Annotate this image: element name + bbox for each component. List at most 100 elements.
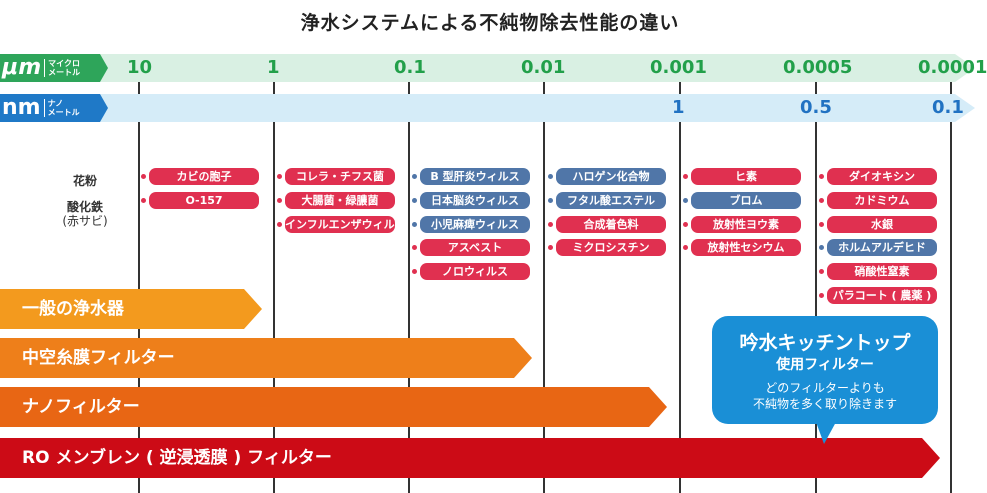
micro-tick-0.0005: 0.0005 [783,57,853,78]
item-bullet [548,174,553,179]
micro-tick-10: 10 [127,57,153,78]
callout-description: どのフィルターよりも 不純物を多く取り除きます [712,380,938,412]
iron-oxide-note: (赤サビ) [62,214,108,228]
nanometer-unit: nm [2,95,41,120]
diagram-title: 浄水システムによる不純物除去性能の違い [300,12,680,34]
impurity-item: 小児麻痺ウィルス [420,216,530,233]
gridline-0.1 [408,66,410,493]
item-bullet [819,174,824,179]
pollen-label: 花粉 [72,174,97,188]
unit-separator [44,59,46,77]
nanometer-reading-1: ナノ [47,99,64,108]
nanometer-band-shape [0,94,975,122]
filter-label-general: 一般の浄水器 [22,299,124,319]
item-bullet [277,198,282,203]
item-bullet [819,293,824,298]
gridline-0.0005 [815,66,817,493]
impurity-item: 大腸菌・緑膿菌 [285,192,395,209]
impurity-item: ブロム [691,192,801,209]
nanometer-scale: nm ナノ メートル 1 0.5 0.1 [0,94,975,122]
iron-oxide-name: 酸化鉄 [66,200,103,214]
micro-tick-0.0001: 0.0001 [918,57,987,78]
nano-tick-1: 1 [672,97,685,118]
micrometer-scale: μm マイクロ メートル 10 1 0.1 0.01 0.001 0.0005 … [0,54,987,82]
nano-tick-0.5: 0.5 [800,97,832,118]
callout-desc-line-1: どのフィルターよりも [765,381,885,395]
micro-tick-0.01: 0.01 [521,57,566,78]
item-bullet [412,222,417,227]
filter-arrow-hollow-fiber [0,338,532,378]
filter-label-ro-membrane: RO メンブレン ( 逆浸透膜 ) フィルター [22,448,332,468]
impurity-item: インフルエンザウィルス [285,216,406,233]
impurity-item: ハロゲン化合物 [556,168,666,185]
filter-label-hollow-fiber: 中空糸膜フィルター [22,348,175,368]
nanometer-unit-badge: nm ナノ メートル [2,95,80,121]
item-bullet [412,245,417,250]
impurity-item: カビの胞子 [149,168,259,185]
item-bullet [683,245,688,250]
nanometer-unit-reading: ナノ メートル [48,99,80,117]
impurity-item: パラコート ( 農薬 ) [827,287,937,304]
callout-desc-line-2: 不純物を多く取り除きます [752,397,897,411]
callout-title: 吟水キッチントップ [739,332,911,354]
impurity-item: 硝酸性窒素 [827,263,937,280]
item-bullet [548,245,553,250]
impurity-item: カドミウム [827,192,937,209]
impurity-item: ノロウィルス [420,263,530,280]
micrometer-unit: μm [2,55,42,80]
filter-arrow-nano [0,387,667,427]
impurity-item: 水銀 [827,216,937,233]
filter-bar-ro-membrane: RO メンブレン ( 逆浸透膜 ) フィルター [0,438,940,478]
filter-arrow-general [0,289,262,329]
item-bullet [141,198,146,203]
callout-subtitle: 使用フィルター [776,357,874,373]
nanometer-reading-2: メートル [47,108,80,117]
micrometer-reading-1: マイクロ [48,59,80,68]
item-bullet [548,222,553,227]
micrometer-band-shape [0,54,975,82]
nano-tick-0.1: 0.1 [932,97,964,118]
gridline-10 [138,66,140,493]
item-bullet [141,174,146,179]
gridline-0.01 [543,66,545,493]
impurity-item: ダイオキシン [827,168,937,185]
impurity-item: ミクロシスチン [556,239,666,256]
impurity-item: ヒ素 [691,168,801,185]
product-callout: 吟水キッチントップ 使用フィルター どのフィルターよりも 不純物を多く取り除きま… [712,316,938,444]
gridline-1 [273,66,275,493]
gridline-0.001 [679,66,681,493]
callout-bubble-shape [712,316,938,444]
impurity-item: 放射性ヨウ素 [691,216,801,233]
item-bullet [548,198,553,203]
item-bullet [277,222,282,227]
item-bullet [819,222,824,227]
item-bullet [819,245,824,250]
micro-tick-0.1: 0.1 [394,57,426,78]
micro-tick-0.001: 0.001 [650,57,707,78]
gridline-0.0001 [950,66,952,493]
micrometer-unit-reading: マイクロ メートル [48,59,80,77]
filter-label-nano: ナノフィルター [22,397,140,417]
filter-arrow-ro-membrane [0,438,940,478]
iron-oxide-label: 酸化鉄 (赤サビ) [54,200,116,228]
item-bullet [819,198,824,203]
item-bullet [683,174,688,179]
impurity-item: B 型肝炎ウィルス [420,168,530,185]
impurity-item: コレラ・チフス菌 [285,168,395,185]
micrometer-reading-2: メートル [48,68,81,77]
impurity-item: 放射性セシウム [691,239,801,256]
micrometer-unit-badge: μm マイクロ メートル [2,55,80,81]
impurity-item: 合成着色料 [556,216,666,233]
item-bullet [412,269,417,274]
item-bullet [819,269,824,274]
item-bullet [412,198,417,203]
micro-tick-1: 1 [267,57,280,78]
filter-bar-general: 一般の浄水器 [0,289,262,329]
impurity-item: フタル酸エステル [556,192,666,209]
impurity-item: アスベスト [420,239,530,256]
filter-bar-hollow-fiber: 中空糸膜フィルター [0,338,532,378]
item-bullet [683,198,688,203]
unit-separator [43,99,45,117]
impurity-item: O-157 [149,192,259,209]
item-bullet [277,174,282,179]
